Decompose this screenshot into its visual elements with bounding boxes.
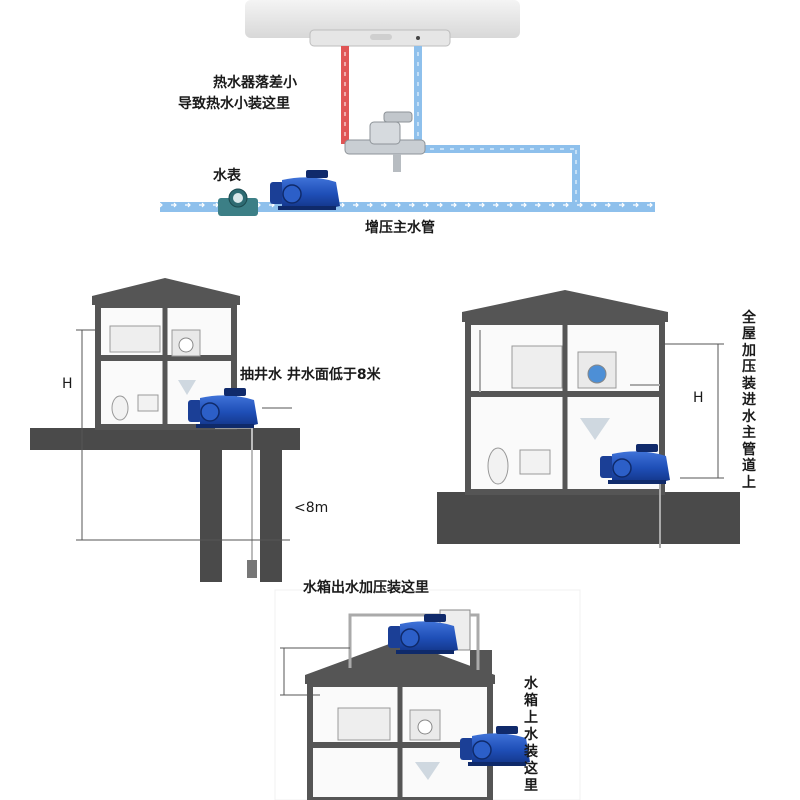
house-well-diagram [30, 278, 300, 582]
meter-label: 水表 [213, 168, 241, 184]
panel3-h-label: H [693, 390, 704, 406]
vertical-char: 管 [742, 442, 756, 458]
heater-label-line2: 导致热水小装这里 [178, 96, 290, 112]
vertical-char: 上 [524, 710, 538, 726]
vertical-char: 屋 [742, 326, 756, 342]
vertical-char: 上 [742, 475, 756, 491]
main-water-pipe [160, 202, 655, 212]
water-heater-icon [245, 0, 520, 47]
mixer-faucet-icon [344, 111, 426, 172]
vertical-char: 压 [742, 359, 756, 375]
heater-label-line1: 热水器落差小 [213, 75, 297, 91]
vertical-char: 装 [524, 744, 538, 760]
vertical-char: 水 [524, 727, 538, 743]
vertical-char: 箱 [524, 693, 538, 709]
vertical-char: 里 [524, 778, 538, 794]
vertical-char: 装 [742, 376, 756, 392]
depth-label: <8m [294, 500, 329, 516]
vertical-char: 这 [524, 761, 538, 777]
booster-pump-icon [269, 169, 341, 211]
tank-out-label: 水箱出水加压装这里 [303, 580, 429, 596]
vertical-char: 水 [742, 409, 756, 425]
vertical-char: 进 [742, 392, 756, 408]
main-pipe-label: 增压主水管 [365, 220, 435, 236]
panel2-h-label: H [62, 376, 73, 392]
vertical-char: 加 [742, 343, 756, 359]
vertical-char: 主 [742, 425, 756, 441]
vertical-char: 水 [524, 676, 538, 692]
hot-water-pipe [341, 46, 349, 144]
cold-water-pipe [414, 46, 580, 207]
vertical-char: 道 [742, 458, 756, 474]
water-meter-icon [218, 188, 258, 216]
house-whole-pressure-diagram [437, 290, 740, 548]
well-label: 抽井水 井水面低于8米 [240, 367, 381, 383]
vertical-char: 全 [742, 310, 756, 326]
